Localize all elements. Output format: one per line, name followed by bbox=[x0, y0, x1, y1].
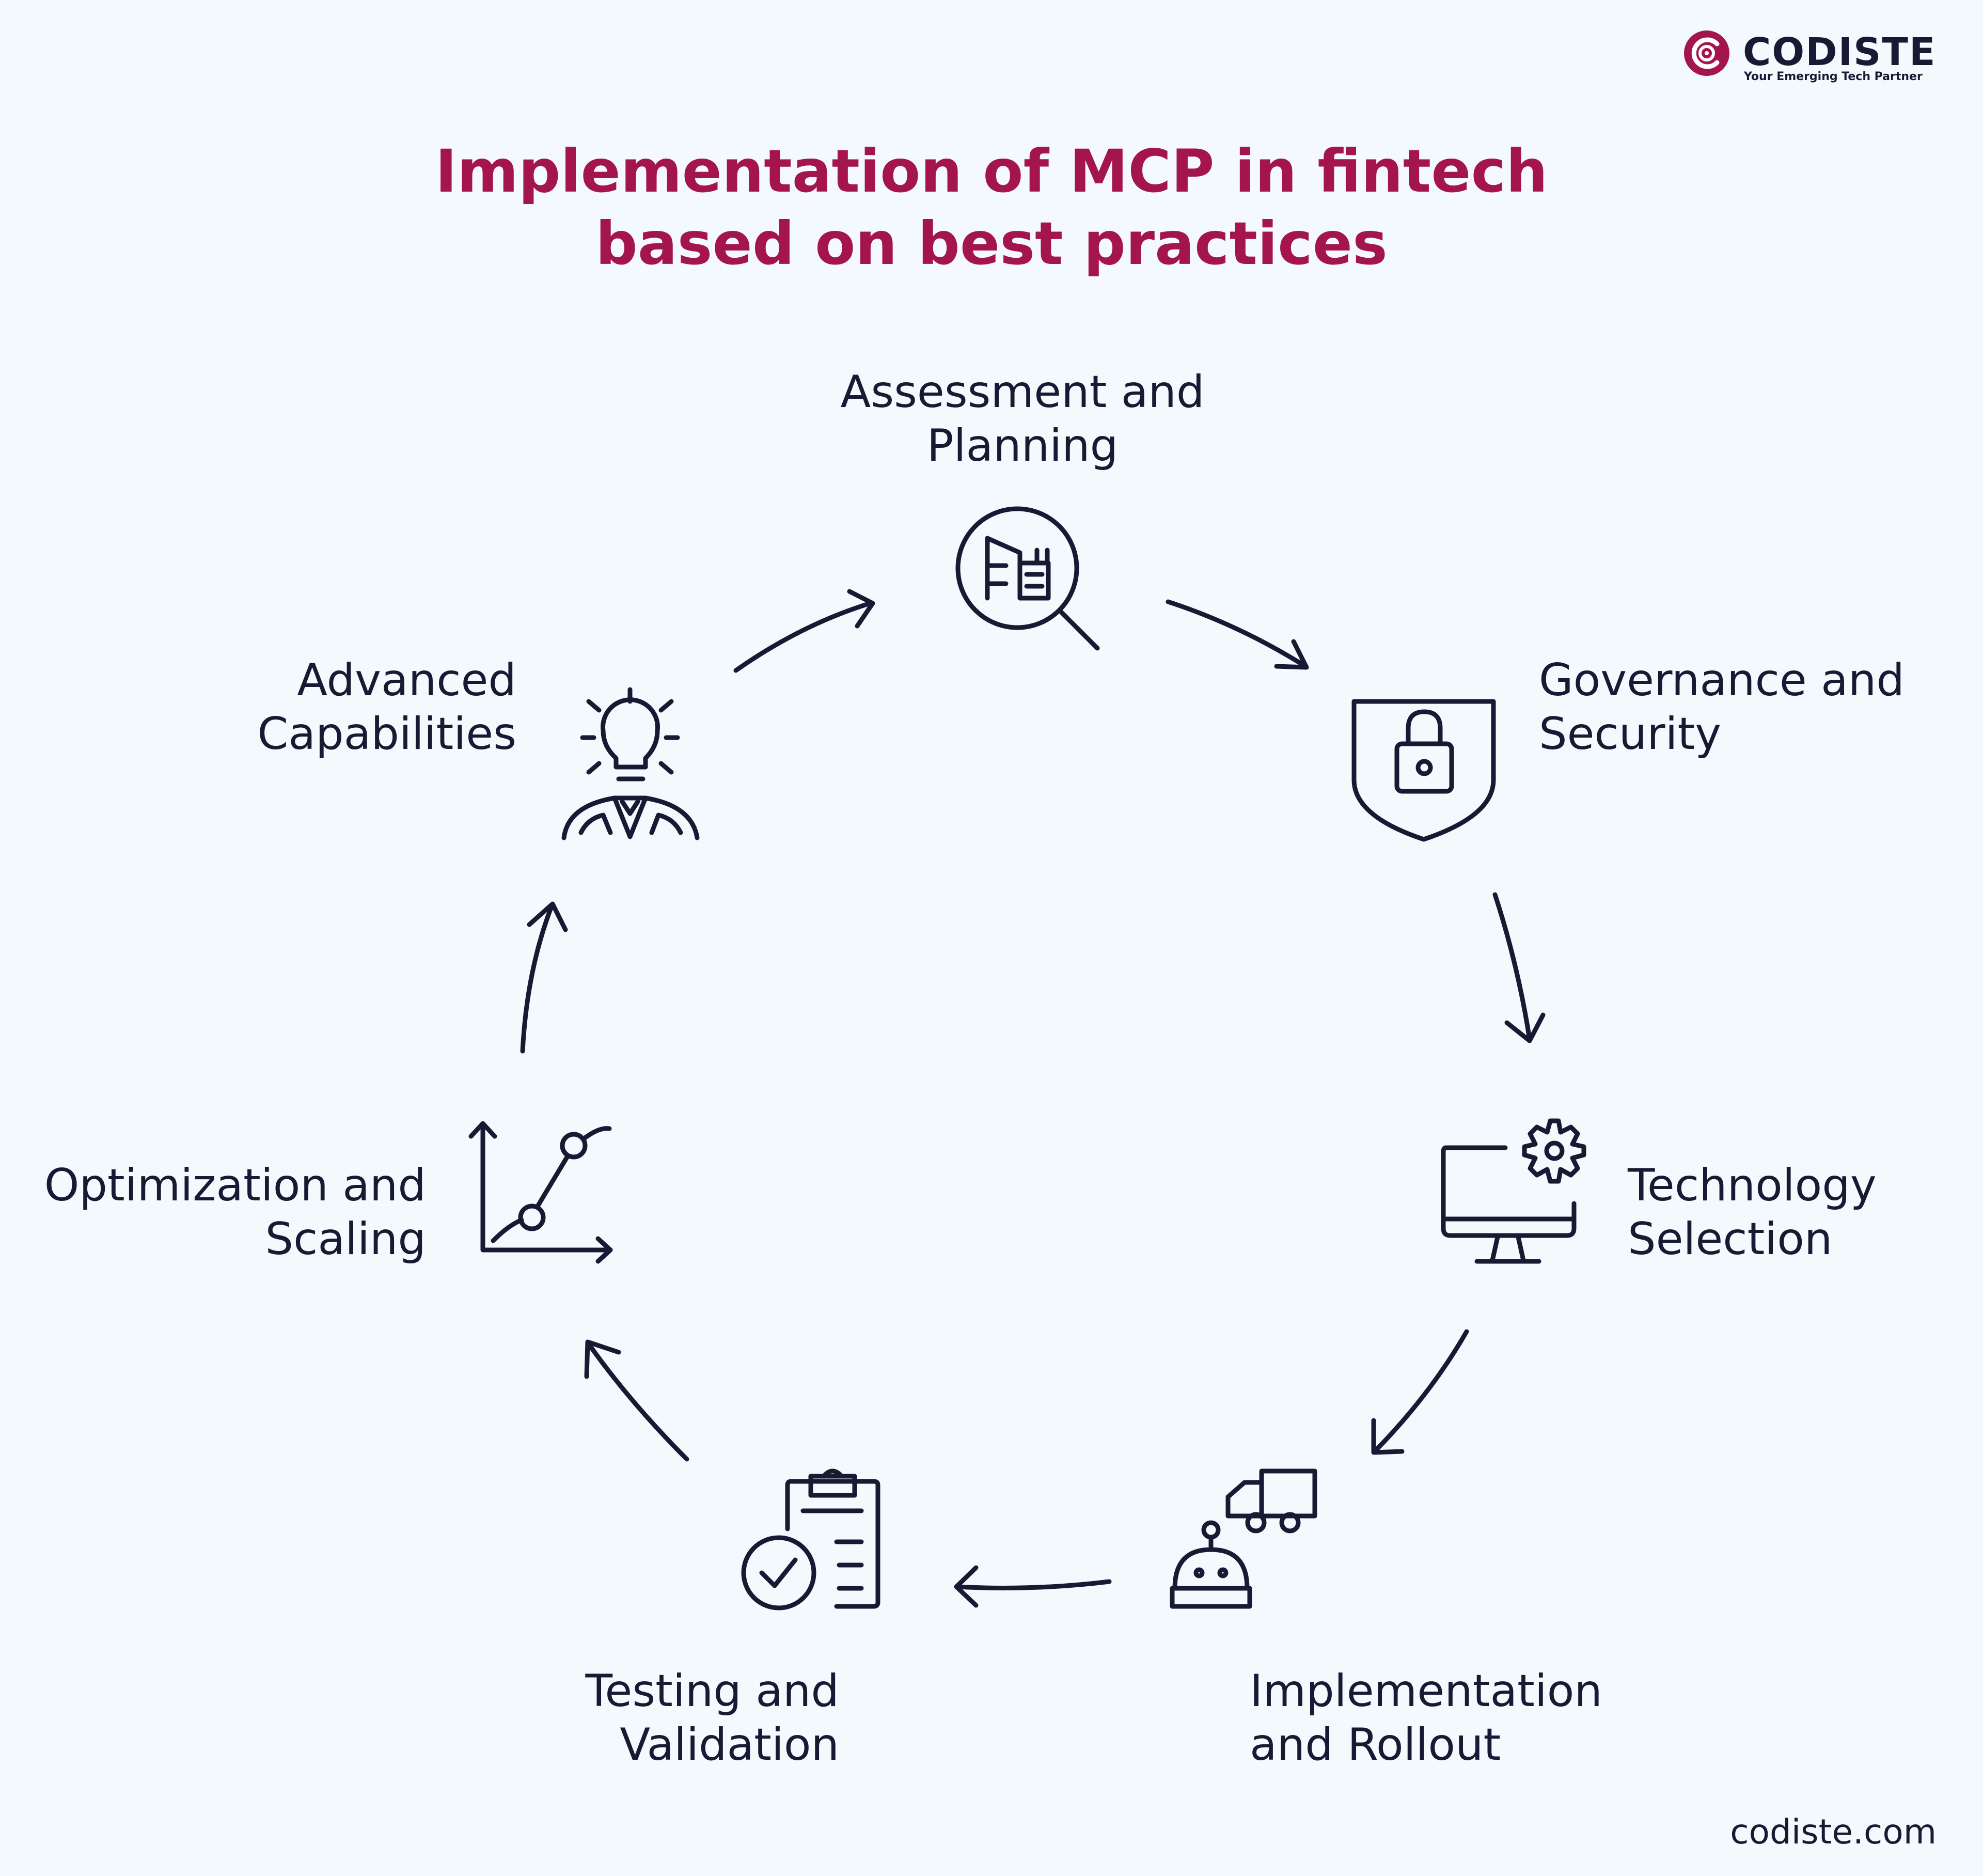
step-technology-selection: Technology Selection bbox=[1628, 1160, 1877, 1265]
arrow-governance-to-technology bbox=[1492, 892, 1546, 1043]
step-governance-security: Governance and Security bbox=[1539, 654, 1905, 760]
footer-url[interactable]: codiste.com bbox=[1730, 1812, 1937, 1852]
robot-truck-icon bbox=[1170, 1468, 1317, 1609]
lightbulb-person-icon bbox=[561, 687, 700, 840]
shield-lock-icon bbox=[1351, 699, 1496, 842]
page-title-line-2: based on best practices bbox=[595, 209, 1388, 278]
arrow-advanced-to-assessment bbox=[733, 589, 875, 673]
step-assessment-planning: Assessment and Planning bbox=[840, 366, 1205, 472]
search-plan-icon bbox=[955, 506, 1100, 651]
step-advanced-capabilities: Advanced Capabilities bbox=[257, 654, 516, 760]
page-title-line-1: Implementation of MCP in fintech bbox=[435, 137, 1548, 206]
page-title: Implementation of MCP in fintech based o… bbox=[0, 135, 1983, 280]
monitor-gear-icon bbox=[1441, 1118, 1586, 1264]
step-optimization-scaling: Optimization and Scaling bbox=[44, 1160, 426, 1265]
arrow-optimization-to-advanced bbox=[520, 901, 568, 1054]
arrow-assessment-to-governance bbox=[1166, 599, 1309, 670]
step-testing-validation: Testing and Validation bbox=[585, 1665, 839, 1771]
brand-logo: CODISTE Your Emerging Tech Partner bbox=[1681, 25, 1949, 87]
codiste-logo-icon bbox=[1684, 30, 1729, 76]
growth-chart-icon bbox=[468, 1121, 613, 1264]
arrow-testing-to-optimization bbox=[584, 1339, 689, 1462]
clipboard-check-icon bbox=[741, 1468, 880, 1611]
step-implementation-rollout: Implementation and Rollout bbox=[1250, 1665, 1602, 1771]
brand-tagline: Your Emerging Tech Partner bbox=[1744, 70, 1923, 83]
arrow-implementation-to-testing bbox=[954, 1565, 1112, 1608]
brand-name: CODISTE bbox=[1743, 30, 1937, 74]
arrow-technology-to-implementation bbox=[1371, 1329, 1469, 1455]
